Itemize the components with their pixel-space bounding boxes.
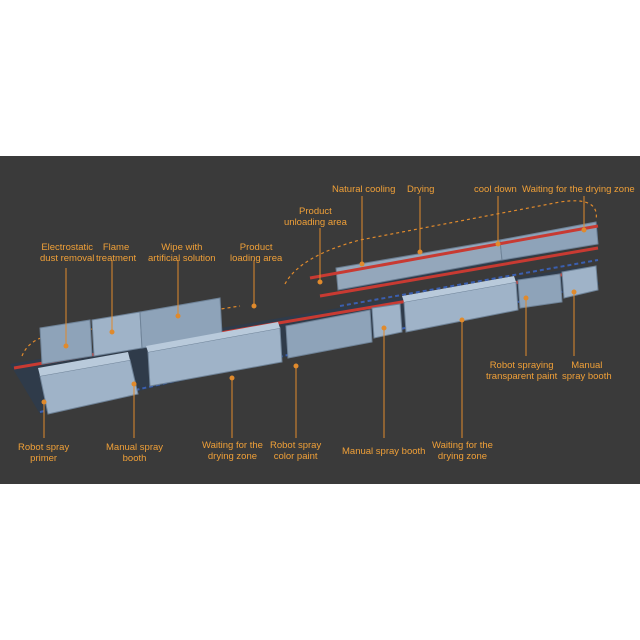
paint-line-illustration [10, 196, 600, 438]
label-waiting-drying-2: Waiting for the drying zone [432, 440, 493, 462]
label-drying: Drying [407, 184, 435, 195]
booth-primer-top [38, 352, 130, 376]
label-waiting-drying-top: Waiting for the drying zone [522, 184, 635, 195]
label-robot-spray-color-paint: Robot spray color paint [270, 440, 322, 462]
label-waiting-drying-1: Waiting for the drying zone [202, 440, 263, 462]
label-electrostatic-dust-removal: Electrostatic dust removal [40, 242, 95, 264]
label-robot-spray-primer: Robot spray primer [18, 442, 70, 464]
booth-manual-mid [371, 303, 403, 339]
label-manual-spray-booth-right: Manual spray booth [562, 360, 612, 382]
label-cool-down: cool down [474, 184, 517, 195]
booth-flame [91, 311, 143, 357]
booth-waiting-1-top [146, 322, 280, 352]
booth-waiting-2-top [402, 276, 516, 302]
label-product-unloading-area: Product unloading area [284, 206, 347, 228]
upper-conveyor-2 [319, 246, 599, 298]
booth-color [285, 309, 373, 359]
booth-waiting-2 [403, 281, 519, 333]
upper-conveyor-1 [309, 224, 599, 280]
label-manual-spray-booth-left: Manual spray booth [106, 442, 164, 464]
label-manual-spray-booth-mid: Manual spray booth [342, 446, 426, 457]
booth-transparent [517, 273, 563, 309]
upper-conveyor-3 [339, 259, 599, 307]
label-product-loading-area: Product loading area [230, 242, 283, 264]
leader-lines [41, 196, 587, 438]
label-wipe-artificial-solution: Wipe with artificial solution [148, 242, 216, 264]
diagram-panel: Electrostatic dust removal Flame treatme… [0, 156, 640, 484]
label-robot-transparent-paint: Robot spraying transparent paint [486, 360, 558, 382]
conveyor-return-path [284, 200, 597, 285]
booth-manual-right [561, 265, 599, 299]
label-flame-treatment: Flame treatment [96, 242, 137, 264]
label-natural-cooling: Natural cooling [332, 184, 396, 195]
